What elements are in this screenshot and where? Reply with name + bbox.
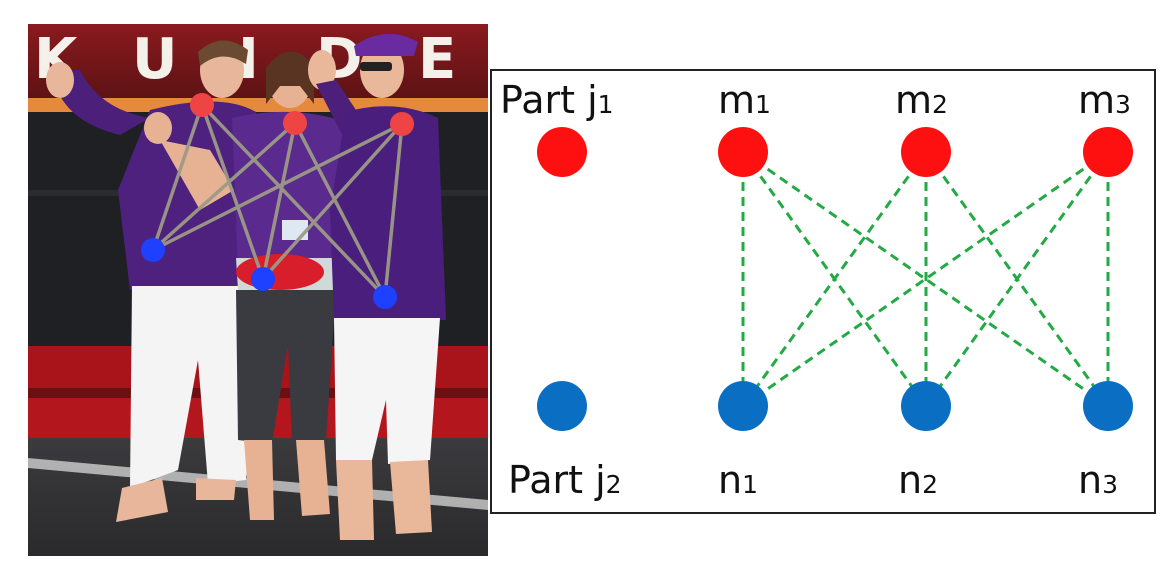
person-right: [308, 33, 446, 540]
node-n2: [901, 381, 951, 431]
bipartite-diagram: Part j1 m1 m2 m3 Part j2 n1 n2 n3: [490, 69, 1156, 514]
photo-keypoint-n3: [373, 285, 397, 309]
node-n3: [1083, 381, 1133, 431]
label-n3: n3: [1078, 458, 1118, 502]
node-m3: [1083, 127, 1133, 177]
node-m2: [901, 127, 951, 177]
edge-m2-n1: [741, 151, 928, 407]
edge-m3-n2: [924, 151, 1110, 407]
photo-keypoint-n1: [141, 238, 165, 262]
label-part-j2: Part j2: [508, 458, 622, 502]
bottom-nodes: [537, 381, 1133, 431]
group-photo: K U I D E: [28, 24, 488, 556]
photo-keypoint-m2: [283, 111, 307, 135]
label-m1: m1: [718, 78, 771, 122]
diagram-frame: [490, 69, 1156, 514]
photo-keypoint-m1: [190, 93, 214, 117]
legend-node-part-j2: [537, 381, 587, 431]
person-left: [46, 40, 262, 522]
photo-keypoint-m3: [390, 112, 414, 136]
svg-text:E: E: [418, 27, 456, 92]
label-n2: n2: [898, 458, 938, 502]
photo-keypoints-part-j1: [190, 93, 414, 136]
label-m2: m2: [895, 78, 948, 122]
photo-keypoints-part-j2: [141, 238, 397, 309]
top-nodes: [537, 127, 1133, 177]
node-n1: [718, 381, 768, 431]
node-m1: [718, 127, 768, 177]
label-m3: m3: [1078, 78, 1131, 122]
candidate-edges: [741, 150, 1110, 408]
photo-connections: [151, 103, 404, 299]
svg-text:U: U: [132, 27, 177, 92]
label-n1: n1: [718, 458, 758, 502]
label-part-j1: Part j1: [500, 78, 614, 122]
legend-node-part-j1: [537, 127, 587, 177]
photo-keypoint-n2: [251, 267, 275, 291]
